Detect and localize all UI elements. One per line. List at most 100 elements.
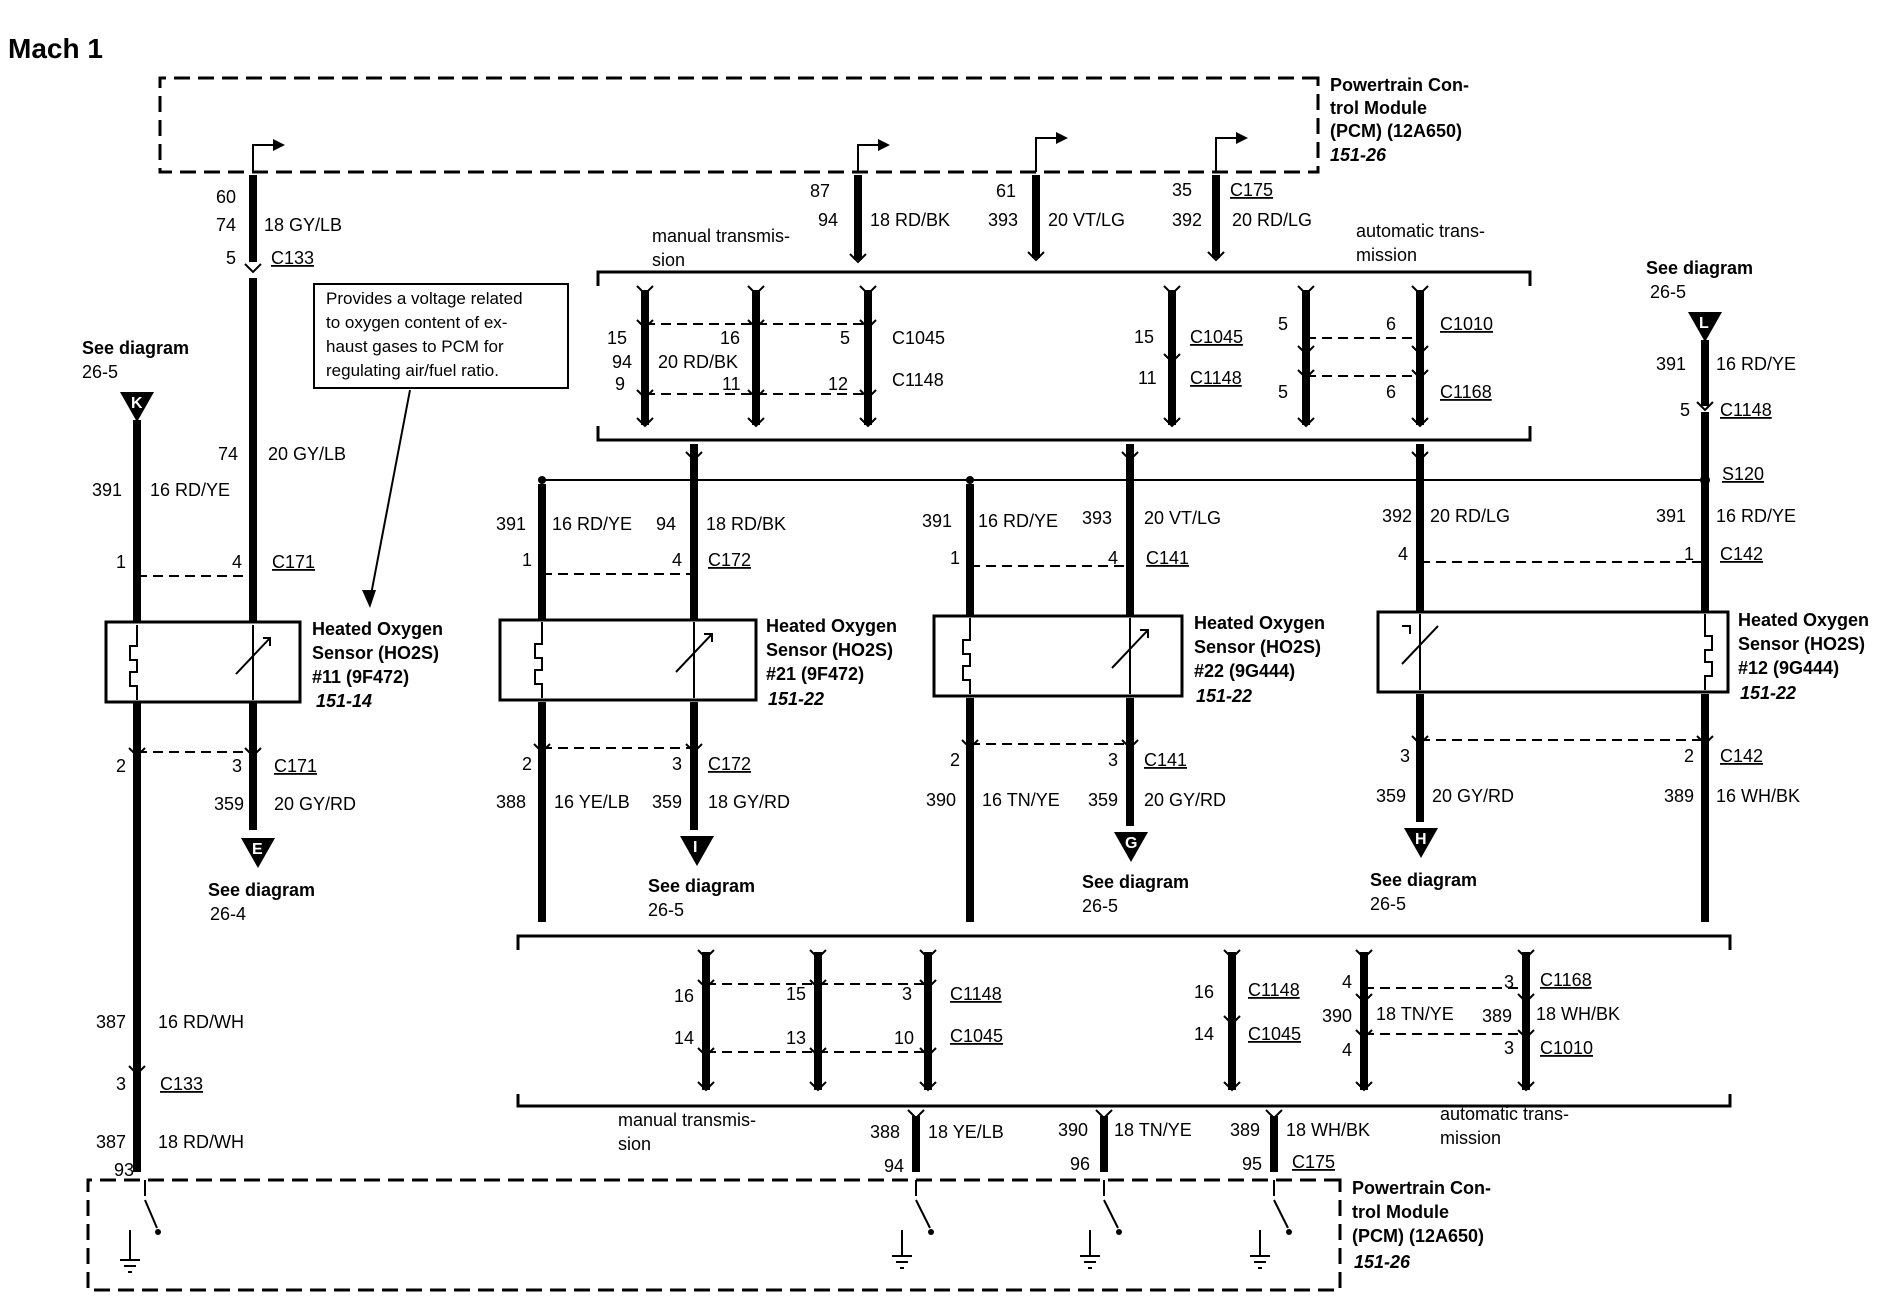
connector-c142: C142: [1720, 746, 1763, 766]
pin-9: 9: [615, 374, 625, 394]
circuit-label: 16 YE/LB: [554, 792, 630, 812]
pin-6: 6: [1386, 382, 1396, 402]
pin-12: 12: [828, 374, 848, 394]
pin-93: 93: [114, 1160, 134, 1180]
circuit-label: 18 RD/WH: [158, 1132, 244, 1152]
pin-94: 94: [884, 1156, 904, 1176]
connector-c172: C172: [708, 754, 751, 774]
pin-4: 4: [1108, 548, 1118, 568]
pin-389: 389: [1482, 1006, 1512, 1026]
svg-text:Sensor (HO2S): Sensor (HO2S): [766, 640, 893, 660]
connector-c1148: C1148: [1248, 980, 1300, 1000]
pin-4: 4: [232, 552, 242, 572]
svg-text:Sensor (HO2S): Sensor (HO2S): [312, 643, 439, 663]
svg-text:K: K: [131, 395, 143, 412]
automatic-transmission-label: automatic trans-: [1440, 1104, 1569, 1124]
see-diagram-ref: 26-5: [1082, 896, 1118, 916]
connector-c1148: C1148: [1190, 368, 1242, 388]
connector-c1148: C1148: [892, 370, 944, 390]
connector-arrow-icon: [241, 838, 275, 868]
manual-transmission-label: sion: [618, 1134, 651, 1154]
pin-391: 391: [496, 514, 526, 534]
circuit-label: 16 RD/YE: [978, 511, 1058, 531]
switch-icon: [1273, 1180, 1292, 1235]
pin-3: 3: [1108, 750, 1118, 770]
pin-2: 2: [1684, 746, 1694, 766]
svg-text:regulating air/fuel ratio.: regulating air/fuel ratio.: [326, 361, 499, 380]
pin-388: 388: [870, 1122, 900, 1142]
svg-text:Provides a voltage related: Provides a voltage related: [326, 289, 523, 308]
circuit-label: 16 TN/YE: [982, 790, 1060, 810]
pin-11: 11: [1138, 368, 1157, 388]
pin-390: 390: [926, 790, 956, 810]
pin-16: 16: [674, 986, 694, 1006]
connector-c171: C171: [274, 756, 317, 776]
wire-top-94: 87 94 18 RD/BK: [810, 175, 950, 264]
circuit-label: 18 RD/BK: [706, 514, 786, 534]
pin-5: 5: [840, 328, 850, 348]
connector-c171: C171: [272, 552, 315, 572]
pin-4: 4: [1398, 544, 1408, 564]
ground-icon: [1080, 1230, 1100, 1269]
pin-4: 4: [1342, 1040, 1352, 1060]
svg-text:151-22: 151-22: [768, 689, 824, 709]
pin-389: 389: [1664, 786, 1694, 806]
svg-text:Sensor (HO2S): Sensor (HO2S): [1194, 637, 1321, 657]
pin-16: 16: [720, 328, 740, 348]
pin-1: 1: [1684, 544, 1694, 564]
circuit-label: 18 TN/YE: [1376, 1004, 1454, 1024]
circuit-label: 18 WH/BK: [1536, 1004, 1620, 1024]
pcm-top-line2: trol Module: [1330, 98, 1427, 118]
circuit-label: 18 YE/LB: [928, 1122, 1004, 1142]
sensor-element-icon: [1111, 618, 1149, 694]
connector-c133: C133: [160, 1074, 203, 1094]
sensor-element-icon: [675, 622, 713, 698]
see-diagram-label: See diagram: [82, 338, 189, 358]
connector-c1045: C1045: [1190, 327, 1243, 347]
pcm-bottom: Powertrain Con- trol Module (PCM) (12A65…: [86, 1178, 1491, 1292]
circuit-label: 18 GY/LB: [264, 215, 342, 235]
ref-K: See diagram 26-5 K 391 16 RD/YE: [82, 338, 230, 625]
svg-text:#22 (9G444): #22 (9G444): [1194, 661, 1295, 681]
pin-3: 3: [902, 984, 912, 1004]
pin-392: 392: [1172, 210, 1202, 230]
see-diagram-label: See diagram: [1370, 870, 1477, 890]
pcm-bottom-ref: 151-26: [1354, 1252, 1411, 1272]
manual-transmission-label: manual transmis-: [618, 1110, 756, 1130]
connector-arrow-icon: [120, 392, 154, 422]
circuit-label: 18 WH/BK: [1286, 1120, 1370, 1140]
see-diagram-ref: 26-5: [1370, 894, 1406, 914]
connector-c133: C133: [271, 248, 314, 268]
svg-text:to oxygen content of ex-: to oxygen content of ex-: [326, 313, 507, 332]
connector-c1045: C1045: [1248, 1024, 1301, 1044]
svg-text:Heated Oxygen: Heated Oxygen: [1738, 610, 1869, 630]
pin-87: 87: [810, 181, 830, 201]
pin-94: 94: [612, 352, 632, 372]
connector-c1010: C1010: [1540, 1038, 1593, 1058]
connector-arrow-icon: [1404, 828, 1438, 858]
connector-c1168: C1168: [1440, 382, 1492, 402]
sensor-element-icon: [235, 625, 271, 700]
see-diagram-label: See diagram: [208, 880, 315, 900]
pin-5: 5: [226, 248, 236, 268]
connector-arrow-icon: [1688, 312, 1722, 342]
pin-95: 95: [1242, 1154, 1262, 1174]
svg-text:Heated Oxygen: Heated Oxygen: [1194, 613, 1325, 633]
pin-96: 96: [1070, 1154, 1090, 1174]
splice-label: S120: [1722, 464, 1764, 484]
pin-flag-icon: [857, 144, 888, 172]
pin-389: 389: [1230, 1120, 1260, 1140]
circuit-label: 20 GY/LB: [268, 444, 346, 464]
pin-3: 3: [232, 756, 242, 776]
circuit-label: 18 RD/BK: [870, 210, 950, 230]
pin-94: 94: [656, 514, 676, 534]
connector-c141: C141: [1144, 750, 1187, 770]
pin-35: 35: [1172, 180, 1192, 200]
heater-icon: [534, 622, 543, 698]
switch-icon: [144, 1180, 161, 1235]
svg-text:L: L: [1699, 315, 1709, 332]
wire-bottom-388: 388 18 YE/LB 94: [870, 1109, 1004, 1176]
pcm-bottom-line3: (PCM) (12A650): [1352, 1226, 1484, 1246]
pin-4: 4: [672, 550, 682, 570]
